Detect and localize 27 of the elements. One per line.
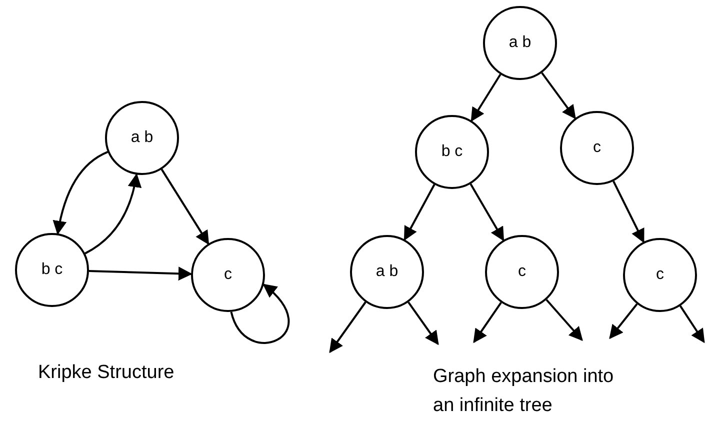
caption-text: Graph expansion into an infinite tree (433, 365, 615, 418)
arrow (609, 303, 638, 340)
arrow (329, 302, 366, 354)
arrow (404, 184, 436, 241)
arrow (84, 173, 142, 254)
arrow (679, 305, 705, 344)
state-circle: a b (483, 6, 557, 80)
arrow (408, 302, 439, 346)
state-circle: b c (15, 233, 89, 307)
arrow (470, 183, 504, 242)
arrow (473, 302, 502, 344)
state-circle: a b (105, 101, 179, 175)
state-circle: c (191, 238, 265, 312)
arrow (160, 168, 210, 245)
arrow (230, 284, 290, 344)
state-circle: a b (350, 235, 424, 309)
arrow (88, 266, 192, 281)
arrow (546, 299, 583, 342)
state-circle: b c (415, 115, 489, 189)
arrow (612, 180, 644, 244)
state-circle: c (623, 238, 697, 312)
caption-text: Kripke Structure (38, 361, 176, 385)
state-circle: c (485, 235, 559, 309)
arrow (470, 74, 502, 122)
arrow (541, 72, 576, 120)
state-circle: c (560, 111, 634, 185)
arrow (53, 151, 108, 235)
